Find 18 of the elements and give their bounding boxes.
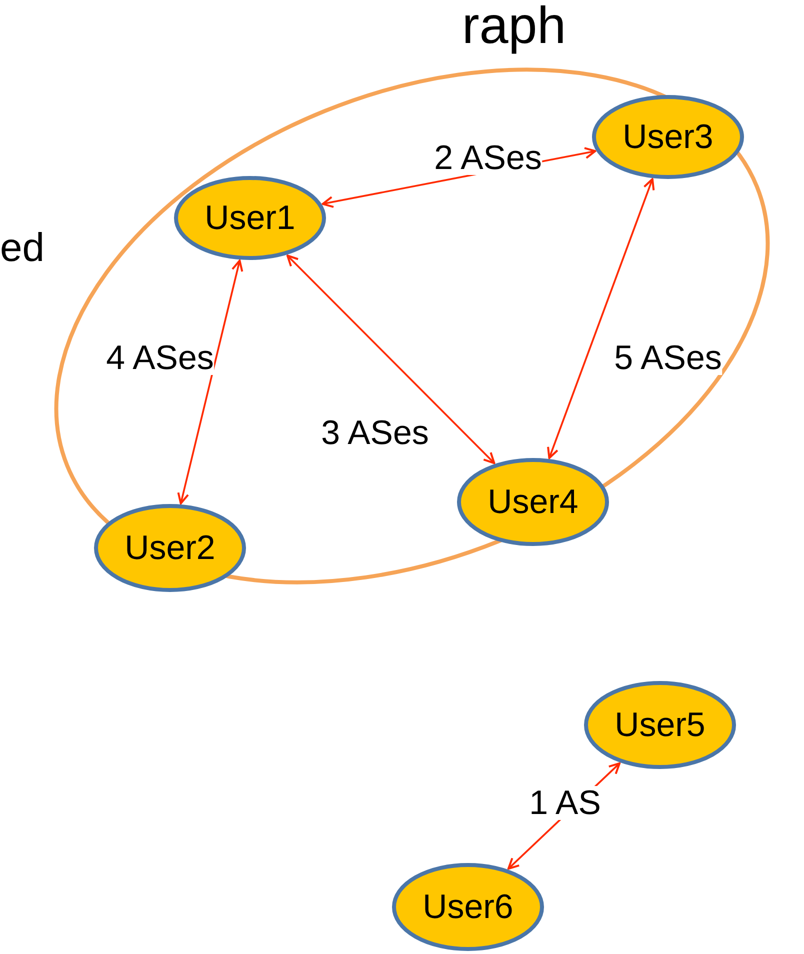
user-name: User6 bbox=[422, 888, 514, 926]
user-ellipse bbox=[457, 458, 609, 546]
double-arrow bbox=[177, 260, 244, 504]
user-name: User4 bbox=[488, 482, 578, 522]
edge-label: 1 AS bbox=[529, 786, 601, 820]
user-ellipse bbox=[94, 504, 246, 592]
user-name: User1 bbox=[204, 198, 296, 238]
user-ellipse bbox=[584, 681, 736, 769]
user-ellipse bbox=[392, 863, 544, 951]
user-name: User5 bbox=[614, 706, 706, 744]
cut-off-title-text: ed bbox=[0, 228, 44, 268]
user-name: User3 bbox=[622, 118, 714, 156]
cut-off-title-text: raph bbox=[462, 0, 566, 52]
user-name: User2 bbox=[124, 528, 216, 568]
double-arrow bbox=[286, 254, 496, 464]
user-ellipse bbox=[174, 176, 326, 260]
user-ellipse bbox=[592, 95, 744, 179]
double-arrow bbox=[547, 178, 655, 460]
